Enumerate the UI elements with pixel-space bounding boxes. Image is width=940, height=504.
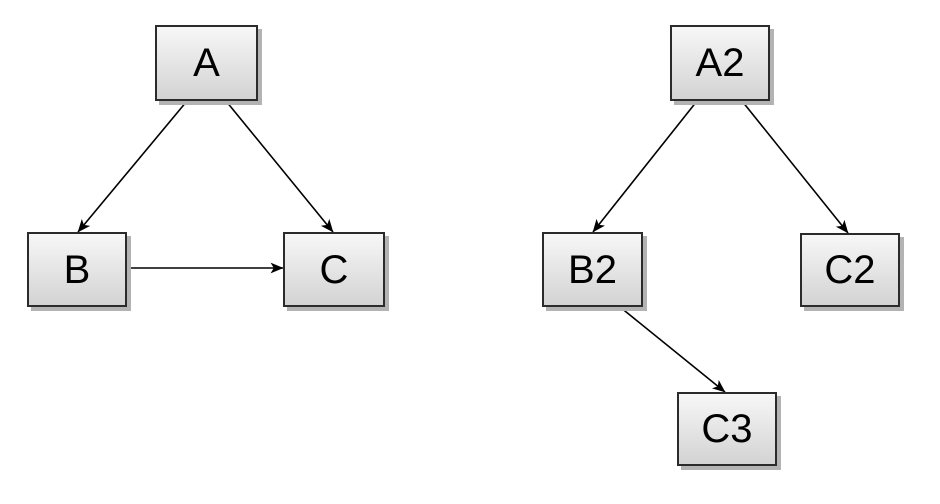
edge-A-C bbox=[225, 100, 334, 233]
node-B[interactable]: B bbox=[27, 232, 127, 307]
edge-B2-C3 bbox=[619, 306, 726, 393]
node-C[interactable]: C bbox=[283, 232, 385, 307]
node-A2[interactable]: A2 bbox=[670, 25, 770, 101]
node-label: B2 bbox=[568, 247, 617, 292]
node-label: B bbox=[63, 247, 91, 292]
node-label: C bbox=[319, 247, 349, 292]
edge-A2-C2 bbox=[741, 100, 849, 234]
node-B2[interactable]: B2 bbox=[542, 232, 643, 307]
node-label: A2 bbox=[695, 41, 745, 85]
edge-A2-B2 bbox=[592, 100, 698, 233]
node-label: A bbox=[193, 41, 220, 85]
node-label: C3 bbox=[701, 407, 753, 451]
node-A[interactable]: A bbox=[155, 25, 258, 101]
node-C2[interactable]: C2 bbox=[800, 233, 900, 307]
node-C3[interactable]: C3 bbox=[677, 392, 777, 466]
node-label: C2 bbox=[824, 248, 876, 292]
edge-A-B bbox=[77, 100, 188, 233]
